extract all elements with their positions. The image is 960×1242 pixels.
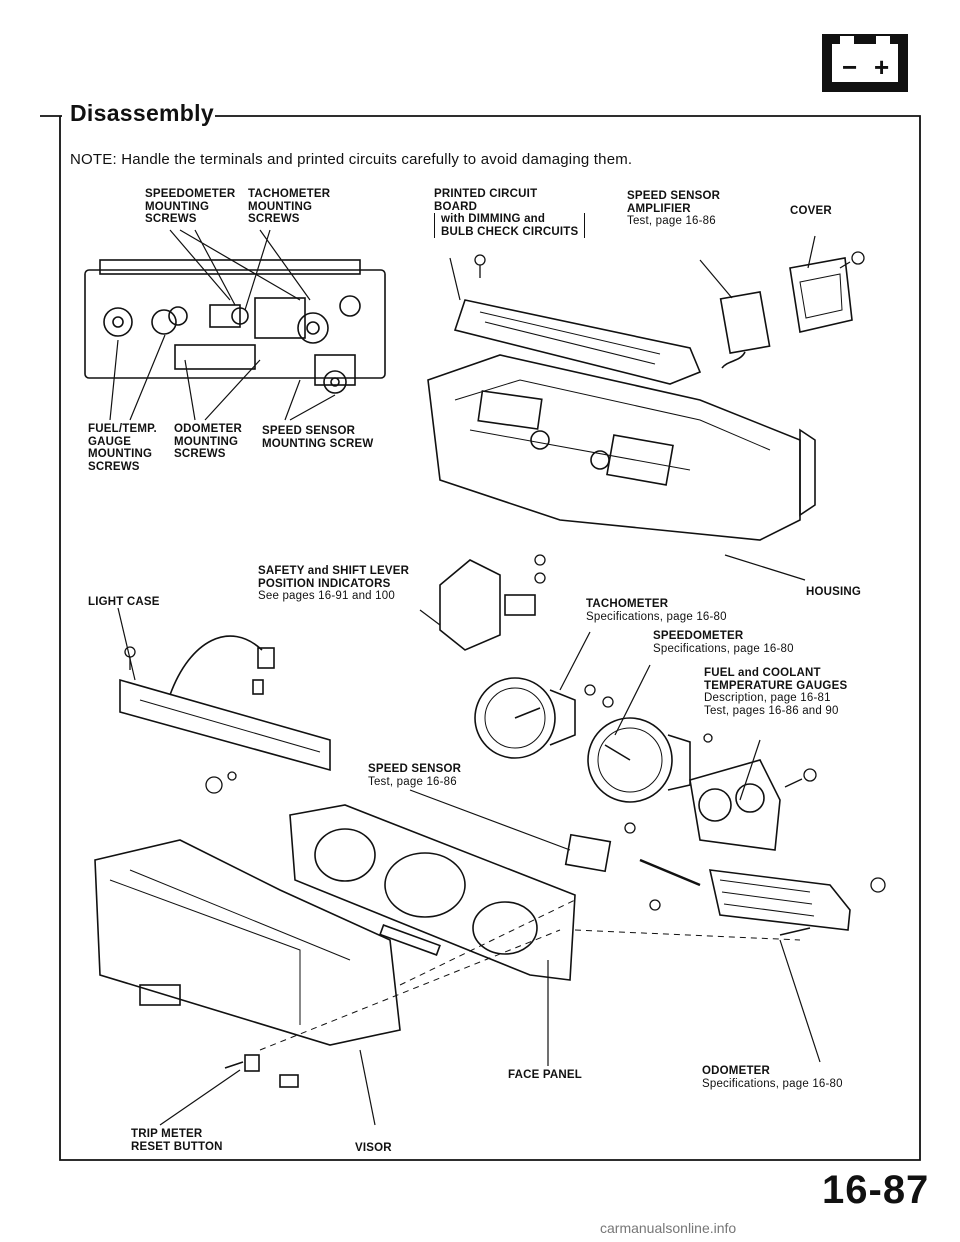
label-fuel-coolant-gauges: FUEL and COOLANT TEMPERATURE GAUGES <box>704 667 848 692</box>
label-speedometer: SPEEDOMETER <box>653 630 744 642</box>
label-speed-sensor-mounting-screw: SPEED SENSOR MOUNTING SCREW <box>262 425 374 450</box>
label-speedometer-ref: Specifications, page 16-80 <box>653 643 794 655</box>
minus-sign: − <box>842 52 858 82</box>
label-odometer-ref: Specifications, page 16-80 <box>702 1078 843 1090</box>
label-speed-sensor-amplifier: SPEED SENSOR AMPLIFIER <box>627 190 721 215</box>
cluster-rear-view <box>84 259 386 394</box>
leader-lines <box>109 229 821 1126</box>
visor <box>94 839 401 1046</box>
shift-indicator <box>439 559 501 651</box>
label-pcb-detail: with DIMMING and BULB CHECK CIRCUITS <box>434 213 586 238</box>
speed-sensor-amplifier <box>719 291 771 354</box>
page-number: 16-87 <box>822 1168 930 1212</box>
label-visor: VISOR <box>355 1142 392 1154</box>
label-odometer: ODOMETER <box>702 1065 771 1077</box>
odometer-part <box>708 869 851 936</box>
label-trip-meter-reset-button: TRIP METER RESET BUTTON <box>131 1128 223 1153</box>
light-case <box>119 635 331 772</box>
label-fuel-coolant-ref: Description, page 16-81 Test, pages 16-8… <box>704 692 839 717</box>
speedometer <box>587 717 691 803</box>
label-light-case: LIGHT CASE <box>88 596 160 608</box>
speed-sensor-part <box>564 833 612 873</box>
label-cover: COVER <box>790 205 832 217</box>
face-panel <box>289 804 576 981</box>
housing <box>427 354 816 541</box>
label-tachometer-ref: Specifications, page 16-80 <box>586 611 727 623</box>
trip-meter-reset-button <box>224 1054 299 1088</box>
label-speedometer-mounting-screws: SPEEDOMETER MOUNTING SCREWS <box>145 188 236 225</box>
label-speed-sensor: SPEED SENSOR <box>368 763 462 775</box>
battery-icon: − + <box>822 34 908 92</box>
label-face-panel: FACE PANEL <box>508 1069 582 1081</box>
label-housing: HOUSING <box>806 586 862 598</box>
page-frame <box>59 115 921 1161</box>
cover <box>789 257 853 333</box>
label-speed-sensor-amplifier-ref: Test, page 16-86 <box>627 215 716 227</box>
label-fuel-temp-gauge-screws: FUEL/TEMP. GAUGE MOUNTING SCREWS <box>88 423 157 473</box>
screw-parts <box>124 251 886 911</box>
label-tachometer: TACHOMETER <box>586 598 669 610</box>
site-watermark: carmanualsonline.info <box>600 1220 737 1236</box>
label-tachometer-mounting-screws: TACHOMETER MOUNTING SCREWS <box>248 188 331 225</box>
tachometer <box>474 677 576 759</box>
label-safety-shift-indicators: SAFETY and SHIFT LEVER POSITION INDICATO… <box>258 565 410 590</box>
label-odometer-mounting-screws: ODOMETER MOUNTING SCREWS <box>174 423 243 460</box>
printed-circuit-board <box>453 299 702 385</box>
section-title: Disassembly <box>70 100 214 126</box>
label-safety-shift-ref: See pages 16-91 and 100 <box>258 590 395 602</box>
label-speed-sensor-ref: Test, page 16-86 <box>368 776 457 788</box>
fuel-coolant-gauges <box>689 759 781 851</box>
handling-note: NOTE: Handle the terminals and printed c… <box>70 151 633 168</box>
plus-sign: + <box>874 52 890 82</box>
label-printed-circuit-board: PRINTED CIRCUIT BOARD <box>434 188 538 213</box>
